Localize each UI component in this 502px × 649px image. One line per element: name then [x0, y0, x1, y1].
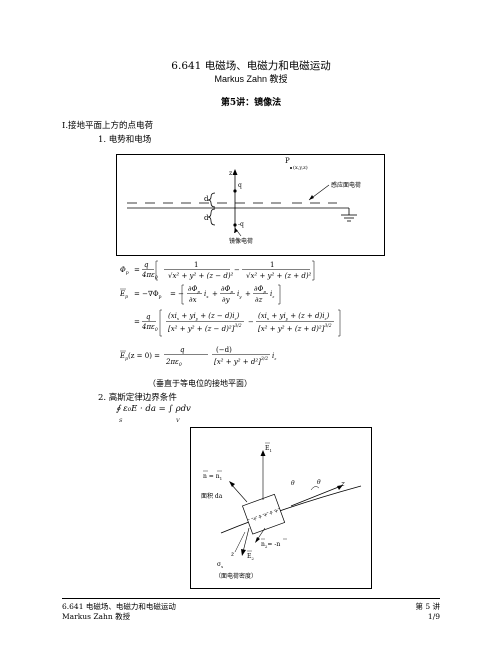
svg-text:= −: = − — [170, 290, 184, 298]
z-axis-label-fig2: z — [340, 480, 345, 488]
svg-text:=: = — [134, 266, 140, 274]
figure2-drawing: z θ θ + + + + + n = n1 面积 da E1 n2= -n — [201, 442, 362, 580]
footer-rule — [62, 598, 440, 599]
svg-text:q: q — [144, 261, 149, 269]
subsection-potential-field: 1. 电势和电场 — [98, 135, 152, 145]
sigma-label: σs — [217, 561, 223, 569]
svg-text:∂Φp: ∂Φp — [254, 285, 266, 294]
e1-label: E1 — [265, 445, 272, 453]
gauss-pillbox: + + + + + — [242, 493, 286, 535]
distance-d-upper: d — [204, 195, 209, 203]
phi-lhs: Φp — [120, 266, 129, 276]
svg-text:4πε0: 4πε0 — [141, 323, 158, 333]
charge-q — [233, 189, 237, 193]
svg-text:q: q — [146, 313, 151, 321]
charge-q-label: q — [238, 182, 242, 189]
e-lhs: Ep — [120, 290, 128, 300]
e2-label: E2 — [247, 553, 254, 561]
lecture-title: 第5讲：镜像法 — [220, 98, 282, 108]
z-label-bottom: z — [230, 551, 235, 558]
distance-d-lower: d — [204, 214, 209, 222]
svg-text:√x² + y² + (z + d)²: √x² + y² + (z + d)² — [246, 272, 312, 280]
svg-text:iy: iy — [237, 290, 242, 299]
svg-text:−: − — [234, 266, 240, 274]
svg-text:(−d): (−d) — [216, 346, 232, 354]
svg-text:ix: ix — [204, 290, 209, 299]
point-p-label: P — [285, 157, 290, 165]
svg-text:iz: iz — [272, 352, 277, 361]
gauss-volume-sub: V — [176, 418, 180, 424]
image-charge-callout: 镜像电荷 — [229, 237, 253, 245]
n2-label: n2= -n — [261, 541, 280, 549]
induced-surface-charge-label: 感应面电荷 — [331, 181, 361, 189]
normal-n-label: n = n1 — [203, 473, 222, 481]
area-da-label: 面积 da — [201, 492, 223, 500]
footer-left: 6.641 电磁场、电磁力和电磁运动 Markus Zahn 教授 — [62, 602, 176, 622]
figure-point-charge-ground-plane: z q -q d d P (x,y,z) 感应面电荷 镜像电荷 — [116, 154, 385, 256]
svg-text:(xix + yiy + (z − d)iz): (xix + yiy + (z − d)iz) — [168, 312, 240, 321]
svg-text:1: 1 — [270, 261, 274, 269]
svg-text:∂Φp: ∂Φp — [188, 285, 200, 294]
figure1-drawing: z q -q d d P (x,y,z) 感应面电荷 镜像电荷 — [127, 157, 361, 245]
author-name: Markus Zahn 教授 — [214, 74, 288, 84]
figure-gauss-pillbox: z θ θ + + + + + n = n1 面积 da E1 n2= -n — [190, 427, 372, 589]
svg-text:4πε0: 4πε0 — [141, 271, 158, 281]
footer-lecture: 第 5 讲 — [415, 602, 440, 611]
svg-text:∂y: ∂y — [222, 296, 231, 304]
svg-text:(xix + yiy + (z + d)iz): (xix + yiy + (z + d)iz) — [258, 312, 330, 321]
svg-text:∂z: ∂z — [255, 296, 263, 304]
gauss-law-equation: ∮ ε₀E · da = ∫ ρdv — [116, 404, 191, 414]
svg-text:∂x: ∂x — [189, 296, 197, 304]
footer-right: 第 5 讲 1/9 — [415, 602, 440, 622]
theta-label: θ — [317, 479, 321, 486]
equations-block: Φp = q 4πε0 1 √x² + y² + (z − d)² − 1 √x… — [120, 260, 341, 368]
z-axis-label: z — [229, 170, 232, 177]
image-charge-label: -q — [238, 221, 244, 228]
svg-text:−: − — [248, 318, 254, 326]
svg-text:2πε0: 2πε0 — [165, 358, 182, 368]
svg-text:[x² + y² + (z − d)²]3/2: [x² + y² + (z − d)²]3/2 — [168, 323, 242, 333]
footer-author: Markus Zahn 教授 — [62, 612, 131, 621]
theta-label-2: θ — [291, 480, 295, 487]
svg-text:Ep(z = 0) =: Ep(z = 0) = — [120, 352, 160, 362]
svg-text:+: + — [245, 290, 251, 298]
svg-text:=: = — [134, 318, 140, 326]
svg-text:√x² + y² + (z − d)²: √x² + y² + (z − d)² — [168, 272, 234, 280]
svg-text:∂Φp: ∂Φp — [221, 285, 233, 294]
caption-perpendicular: （垂直于等电位的接地平面） — [148, 379, 252, 388]
point-p-coords: (x,y,z) — [293, 164, 308, 171]
interface-surface — [220, 485, 362, 534]
surface-density-label: （面电荷密度） — [215, 572, 257, 580]
subsection-gauss-boundary: 2. 高斯定律边界条件 — [98, 393, 177, 403]
svg-text:q: q — [180, 346, 185, 354]
image-charge — [233, 223, 237, 227]
svg-text:1: 1 — [194, 261, 198, 269]
course-title: 6.641 电磁场、电磁力和电磁运动 — [171, 60, 331, 72]
footer-course: 6.641 电磁场、电磁力和电磁运动 — [62, 602, 176, 611]
footer-page-number: 1/9 — [427, 612, 440, 621]
z-axis-fig2 — [290, 485, 342, 507]
svg-text:[x² + y² + (z + d)²]3/2: [x² + y² + (z + d)²]3/2 — [258, 323, 332, 333]
svg-text:iz: iz — [270, 290, 275, 299]
svg-text:= −∇Φp: = −∇Φp — [134, 290, 162, 300]
gauss-surface-sub: S — [119, 418, 123, 424]
svg-text:+: + — [212, 290, 218, 298]
svg-text:[x² + y² + d²]3/2: [x² + y² + d²]3/2 — [214, 356, 268, 366]
section-heading: I.接地平面上方的点电荷 — [62, 121, 154, 131]
